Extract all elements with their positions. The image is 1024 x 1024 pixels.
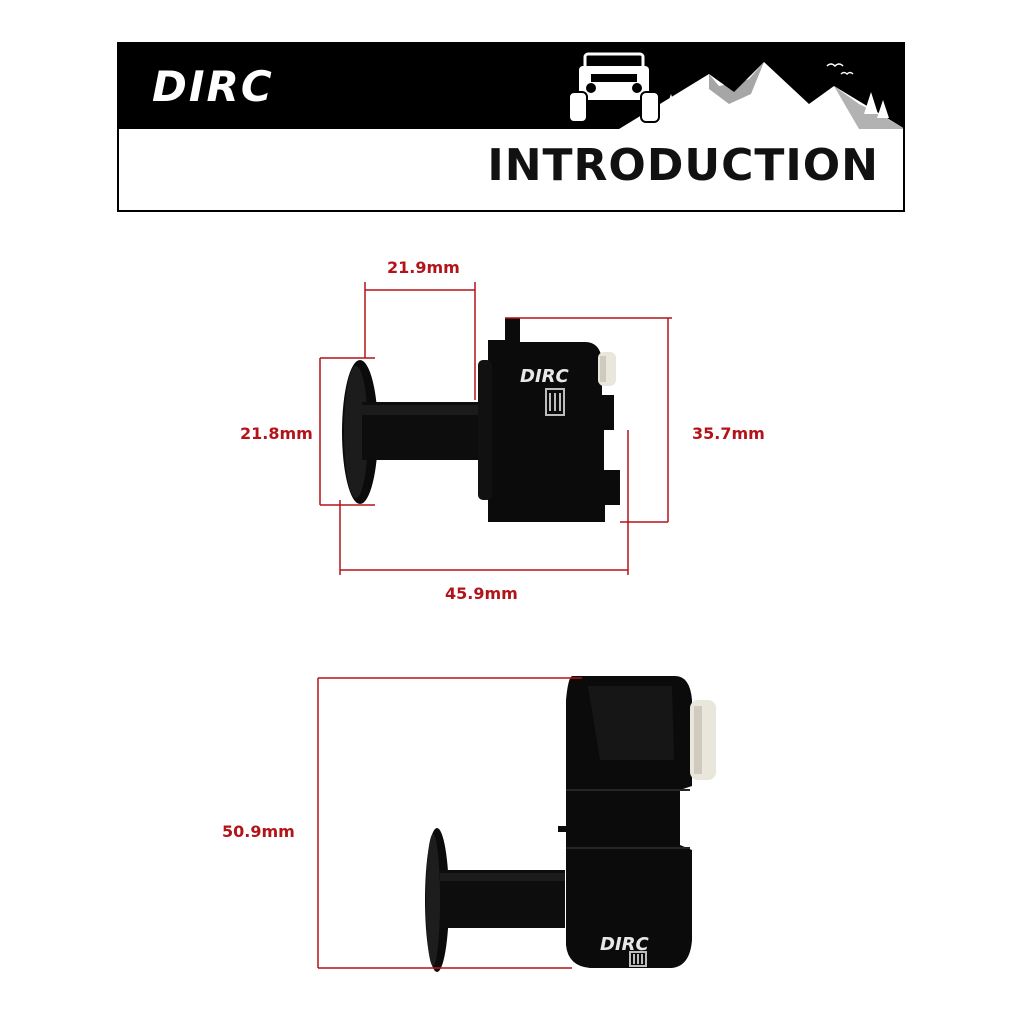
part-front-view: DIRC xyxy=(425,676,716,972)
part-brand-logo-front: DIRC xyxy=(600,934,649,955)
mountain-jeep-illustration xyxy=(568,52,903,129)
part-brand-logo: DIRC xyxy=(520,366,569,387)
dimension-lines-bottom xyxy=(317,677,582,969)
dimension-label-body-height: 35.7mm xyxy=(692,424,765,443)
part-emblem-icon-front xyxy=(629,951,647,967)
page-title: INTRODUCTION xyxy=(487,140,879,191)
dimension-label-disc-height: 21.8mm xyxy=(240,424,313,443)
part-side-view: DIRC xyxy=(342,318,620,522)
banner-black-strip: DIRC xyxy=(119,44,903,129)
dimension-label-total-height: 50.9mm xyxy=(222,822,295,841)
header-banner: DIRC INTRODUCTION xyxy=(117,42,905,212)
part-emblem-icon xyxy=(545,388,565,416)
brand-logo: DIRC xyxy=(152,62,274,111)
dimension-lines-top xyxy=(319,282,672,575)
dimension-label-shaft-width: 21.9mm xyxy=(387,258,460,277)
jeep-icon xyxy=(568,52,660,123)
dimension-label-total-width: 45.9mm xyxy=(445,584,518,603)
